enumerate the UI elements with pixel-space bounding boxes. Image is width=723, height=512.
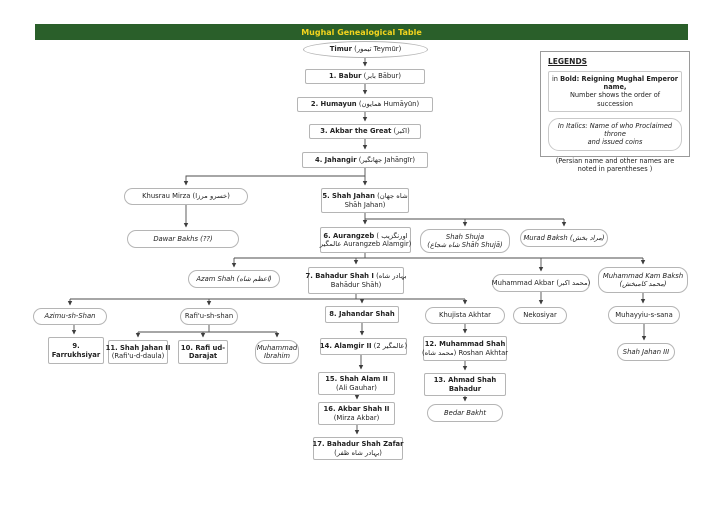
node-shah-shuja-label: Shah Shuja — [445, 232, 485, 241]
legend-italic-item-line2: and issued coins — [587, 138, 643, 147]
node-shah-jahan: 5. Shah Jahan (شاه جهان Shāh Jahan) — [321, 188, 409, 213]
node-dawar-bakhs: Dawar Bakhs (??) — [127, 230, 239, 248]
node-shah-alam-2: 15. Shah Alam II (Ali Gauhar) — [318, 372, 395, 395]
node-muhammad-shah-label2: (محمد شاه) Roshan Akhtar — [421, 348, 509, 357]
node-bedar-bakht-label: Bedar Bakht — [443, 408, 487, 417]
legend-title: LEGENDS — [548, 57, 588, 66]
node-dawar-bakhs-label: Dawar Bakhs (??) — [153, 234, 213, 243]
node-shah-jahan-label2: Shāh Jahan) — [344, 200, 386, 209]
node-babur: 1. Babur (بابر Bābur) — [305, 69, 425, 84]
node-muhammad-shah: 12. Muhammad Shah (محمد شاه) Roshan Akht… — [421, 336, 509, 361]
node-muhammad-shah-label: 12. Muhammad Shah — [424, 340, 506, 349]
node-humayun-label: 2. Humayun (همایون Humāyūn) — [310, 100, 420, 109]
legend-bold-item: in Bold: Reigning Mughal Emperor name, N… — [548, 71, 682, 112]
node-shah-jahan-3-label: Shah Jahan III — [622, 347, 670, 356]
node-farrukhsiyar-label: 9. — [72, 342, 80, 351]
legend-italic-item-line1: In Italics: Name of who Proclaimed thron… — [557, 121, 673, 139]
node-jahandar-shah-label: 8. Jahandar Shah — [329, 310, 395, 319]
node-rafi-ud-darajat-label: 10. Rafi ud- — [180, 343, 226, 352]
node-aurangzeb: 6. Aurangzeb ( اورنگزیب عالمگیر Aurangze… — [320, 227, 411, 253]
node-khusrau-mirza-label: Khusrau Mirza (خسرو مرزا) — [142, 192, 230, 201]
node-aurangzeb-label: 6. Aurangzeb ( اورنگزیب — [323, 231, 408, 240]
node-ahmad-shah-bahadur-label: 13. Ahmad Shah — [433, 376, 497, 385]
node-akbar-the-great-label: 3. Akbar the Great (اکبر) — [320, 127, 410, 136]
node-muhammad-ibrahim: Muhammad Ibrahim — [255, 340, 299, 364]
node-azam-shah: Azam Shah (اعظم شاه) — [188, 270, 280, 288]
node-muhammad-kam-baksh-label: Muhammad Kam Baksh — [602, 271, 684, 280]
node-muhammad-akbar: Muhammad Akbar (محمد اکبر) — [492, 274, 590, 292]
node-muhammad-akbar-label: Muhammad Akbar (محمد اکبر) — [491, 278, 591, 287]
node-jahandar-shah: 8. Jahandar Shah — [325, 306, 399, 323]
node-shah-jahan-2: 11. Shah Jahan II (Rafi'u-d-daula) — [105, 340, 171, 364]
node-timur: Timur (تیمور Teymūr) — [303, 41, 428, 58]
node-farrukhsiyar-label2: Farrukhsiyar — [51, 350, 101, 359]
node-muhammad-kam-baksh: Muhammad Kam Baksh (محمد کامبخش) — [598, 267, 688, 293]
node-khujista-akhtar: Khujista Akhtar — [425, 307, 505, 324]
node-azam-shah-label: Azam Shah (اعظم شاه) — [196, 274, 272, 283]
node-azimu-sh-shan-label: Azimu-sh-Shan — [44, 312, 96, 321]
node-shah-jahan-label: 5. Shah Jahan (شاه جهان — [322, 192, 408, 201]
node-bahadur-shah-zafar-label2: (بہادر شاه ظفر) — [334, 448, 382, 457]
legend-panel: LEGENDS in Bold: Reigning Mughal Emperor… — [540, 51, 690, 173]
node-rafiu-sh-shan: Rafi'u-sh-shan — [180, 308, 238, 325]
node-rafi-ud-darajat-label2: Darajat — [188, 352, 218, 360]
node-nekosiyar-label: Nekosiyar — [523, 311, 557, 320]
node-alamgir-2: 14. Alamgir II (عالمگیر 2) — [320, 338, 407, 355]
node-shah-jahan-2-label: 11. Shah Jahan II — [105, 343, 171, 352]
node-timur-label: Timur (تیمور Teymūr) — [329, 45, 402, 54]
node-shah-shuja-label2: (شاه شجاع Shāh Shujā) — [427, 241, 503, 249]
node-murad-baksh: Murad Baksh (مراد بخش) — [520, 229, 608, 247]
node-bahadur-shah-1-label: 7. Bahadur Shah I (بہادر شاه — [305, 272, 407, 281]
node-jahangir: 4. Jahangir (جهانگیر Jahāngīr) — [302, 152, 428, 168]
node-alamgir-2-label: 14. Alamgir II (عالمگیر 2) — [319, 342, 408, 351]
node-muhammad-ibrahim-label2: Ibrahim — [263, 352, 291, 360]
node-akbar-shah-2: 16. Akbar Shah II (Mirza Akbar) — [318, 402, 395, 425]
node-akbar-shah-2-label: 16. Akbar Shah II — [323, 405, 390, 414]
node-shah-alam-2-label2: (Ali Gauhar) — [336, 383, 377, 392]
legend-bold-item-line2: Number shows the order of succession — [569, 91, 661, 108]
node-muhayyiu-s-sana: Muhayyiu-s-sana — [608, 306, 680, 324]
node-aurangzeb-label2: عالمگیر Aurangzeb Alamgir) — [319, 240, 412, 248]
node-khusrau-mirza: Khusrau Mirza (خسرو مرزا) — [124, 188, 248, 205]
legend-italic-item: In Italics: Name of who Proclaimed thron… — [548, 117, 682, 151]
node-nekosiyar: Nekosiyar — [513, 307, 567, 324]
node-rafiu-sh-shan-label: Rafi'u-sh-shan — [184, 312, 234, 321]
node-shah-jahan-3: Shah Jahan III — [617, 343, 675, 361]
node-azimu-sh-shan: Azimu-sh-Shan — [33, 308, 107, 325]
legend-bold-item-line1: in Bold: Reigning Mughal Emperor name, — [551, 75, 679, 92]
node-ahmad-shah-bahadur: 13. Ahmad Shah Bahadur — [424, 373, 506, 396]
node-bahadur-shah-zafar: 17. Bahadur Shah Zafar (بہادر شاه ظفر) — [313, 437, 403, 460]
node-akbar-shah-2-label2: (Mirza Akbar) — [333, 413, 380, 422]
node-bahadur-shah-zafar-label: 17. Bahadur Shah Zafar — [312, 440, 404, 449]
node-shah-shuja: Shah Shuja (شاه شجاع Shāh Shujā) — [420, 229, 510, 253]
node-shah-jahan-2-label2: (Rafi'u-d-daula) — [111, 352, 165, 360]
legend-note: (Persian name and other names are noted … — [555, 156, 675, 173]
node-muhammad-ibrahim-label: Muhammad — [256, 343, 298, 352]
node-bedar-bakht: Bedar Bakht — [427, 404, 503, 422]
node-akbar-the-great: 3. Akbar the Great (اکبر) — [309, 124, 421, 139]
node-murad-baksh-label: Murad Baksh (مراد بخش) — [523, 233, 605, 242]
node-ahmad-shah-bahadur-label2: Bahadur — [448, 384, 482, 393]
page-title: Mughal Genealogical Table — [35, 24, 688, 40]
node-muhammad-kam-baksh-label2: (محمد کامبخش) — [619, 280, 667, 288]
node-rafi-ud-darajat: 10. Rafi ud- Darajat — [178, 340, 228, 364]
node-shah-alam-2-label: 15. Shah Alam II — [325, 375, 388, 384]
node-farrukhsiyar: 9. Farrukhsiyar — [48, 337, 104, 364]
node-bahadur-shah-1: 7. Bahadur Shah I (بہادر شاه Bahādur Shā… — [305, 267, 407, 294]
node-khujista-akhtar-label: Khujista Akhtar — [439, 311, 491, 320]
node-babur-label: 1. Babur (بابر Bābur) — [329, 72, 401, 81]
node-jahangir-label: 4. Jahangir (جهانگیر Jahāngīr) — [314, 155, 416, 164]
node-bahadur-shah-1-label2: Bahādur Shāh) — [330, 280, 382, 289]
node-muhayyiu-s-sana-label: Muhayyiu-s-sana — [615, 310, 673, 319]
node-humayun: 2. Humayun (همایون Humāyūn) — [297, 97, 433, 112]
